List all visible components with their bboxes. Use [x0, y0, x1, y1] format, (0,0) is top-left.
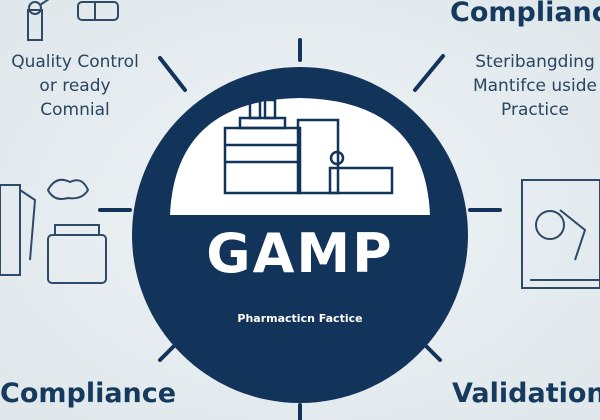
text-line: or ready — [39, 76, 111, 96]
text-line: Steribangding — [475, 52, 595, 72]
quality-control-text: Quality Control or ready Comnial — [0, 50, 150, 122]
gamp-title: GAMP — [206, 222, 394, 285]
quality-icons — [27, 0, 119, 41]
factory-icon — [223, 98, 394, 195]
tick-top-left — [158, 56, 187, 92]
tick-top-right — [413, 54, 445, 92]
compliance-heading-top: Compliance — [450, 0, 600, 28]
text-line: Mantifce uside — [472, 76, 598, 96]
compliance-text: Steribangding Mantifce uside Practice — [455, 50, 600, 122]
text-line: Comnial — [40, 100, 110, 120]
text-line: Practice — [501, 100, 569, 120]
validation-heading: Validation — [452, 378, 600, 409]
lab-equipment-icon — [0, 178, 107, 284]
gamp-subtitle: Pharmacticn Factice — [237, 312, 363, 325]
validation-device-icon — [521, 179, 600, 289]
text-line: Quality Control — [11, 52, 139, 72]
compliance-heading-bottom: Compliance — [0, 378, 177, 409]
